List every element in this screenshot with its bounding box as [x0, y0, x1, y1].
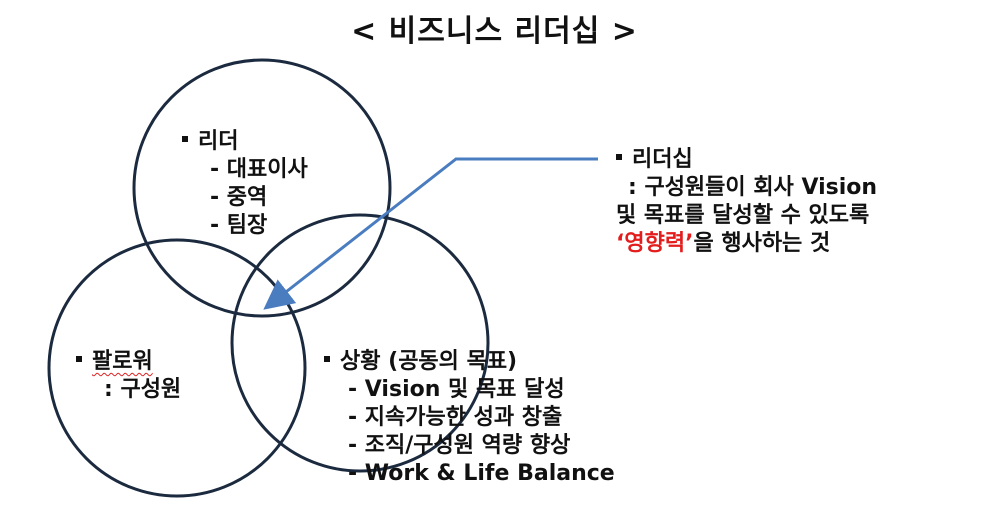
leader-item: - 중역	[210, 185, 268, 210]
bullet-icon	[76, 356, 82, 362]
diagram-title: < 비즈니스 리더십 >	[351, 14, 638, 49]
situation-circle	[230, 213, 490, 473]
bullet-icon	[324, 356, 330, 362]
leader-item: - 팀장	[210, 213, 268, 238]
definition-line: : 구성원들이 회사 Vision	[628, 175, 878, 200]
follower-desc: : 구성원	[104, 377, 182, 402]
definition-heading: 리더십	[632, 147, 693, 172]
definition-emphasis: ‘영향력’	[616, 231, 694, 256]
leader-heading: 리더	[198, 129, 239, 154]
situation-item: - Vision 및 목표 달성	[348, 377, 565, 402]
pointer-arrow	[263, 157, 598, 310]
definition-block: 리더십 : 구성원들이 회사 Vision 및 목표를 달성할 수 있도록 ‘영…	[616, 146, 877, 258]
leader-circle	[132, 58, 392, 318]
situation-item: - 지속가능한 성과 창출	[348, 405, 563, 430]
situation-item: - 조직/구성원 역량 향상	[348, 433, 571, 458]
definition-line: 을 행사하는 것	[693, 231, 831, 256]
situation-heading: 상황 (공동의 목표)	[340, 349, 518, 374]
situation-item: - Work & Life Balance	[348, 461, 615, 486]
leader-block: 리더 - 대표이사 - 중역 - 팀장	[182, 128, 308, 240]
definition-line: 및 목표를 달성할 수 있도록	[616, 203, 870, 228]
bullet-icon	[182, 136, 188, 142]
follower-block: 팔로워 : 구성원	[76, 348, 181, 404]
leader-item: - 대표이사	[210, 157, 308, 182]
follower-circle	[47, 238, 307, 498]
bullet-icon	[616, 154, 622, 160]
follower-heading: 팔로워	[92, 349, 153, 374]
situation-block: 상황 (공동의 목표) - Vision 및 목표 달성 - 지속가능한 성과 …	[324, 348, 615, 488]
